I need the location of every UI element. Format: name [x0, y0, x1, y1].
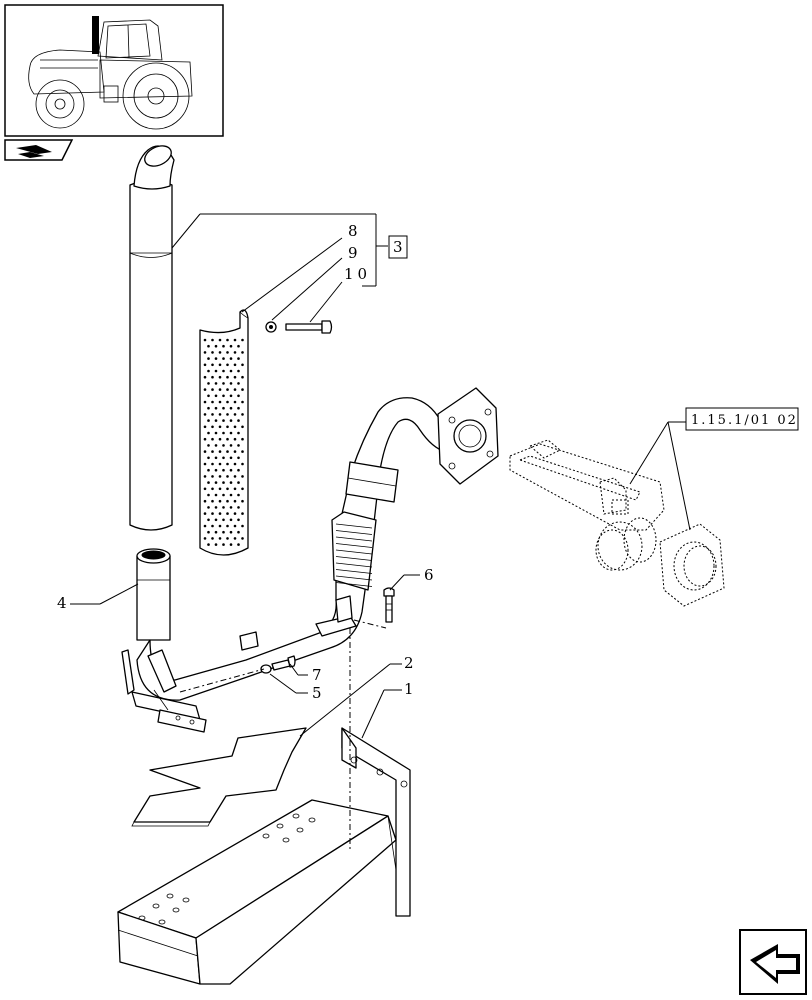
heat-shield	[199, 309, 249, 556]
bolt-6	[383, 587, 395, 623]
callout-4: 4	[57, 594, 67, 612]
callout-5: 5	[312, 684, 322, 702]
assembly-lines	[179, 619, 387, 850]
support-bracket-1	[117, 727, 411, 985]
exhaust-stack-upper	[129, 145, 175, 531]
callout-8: 8	[348, 222, 358, 240]
next-page-arrow-icon[interactable]	[739, 929, 807, 995]
callout-labels: 8 9 10 4 6 7 5 2 1	[57, 222, 434, 702]
view-icon-tab	[4, 139, 74, 161]
leader-lines	[70, 213, 691, 739]
callout-10: 10	[344, 265, 371, 283]
shield-fasteners	[265, 320, 333, 334]
callout-6: 6	[424, 566, 434, 584]
cross-reference-label: 1.15.1/01 02	[691, 413, 798, 428]
cross-reference-box: 1.15.1/01 02	[685, 407, 799, 431]
reference-engine-components	[509, 439, 725, 607]
callout-9: 9	[348, 244, 358, 262]
boxed-callout-3: 3	[388, 235, 408, 259]
tractor-thumbnail	[4, 4, 224, 137]
callout-3: 3	[393, 238, 403, 256]
callout-7: 7	[312, 666, 322, 684]
exhaust-pipe-assembly	[121, 387, 499, 733]
callout-1: 1	[404, 680, 414, 698]
gasket-2	[131, 727, 307, 827]
callout-2: 2	[404, 654, 414, 672]
